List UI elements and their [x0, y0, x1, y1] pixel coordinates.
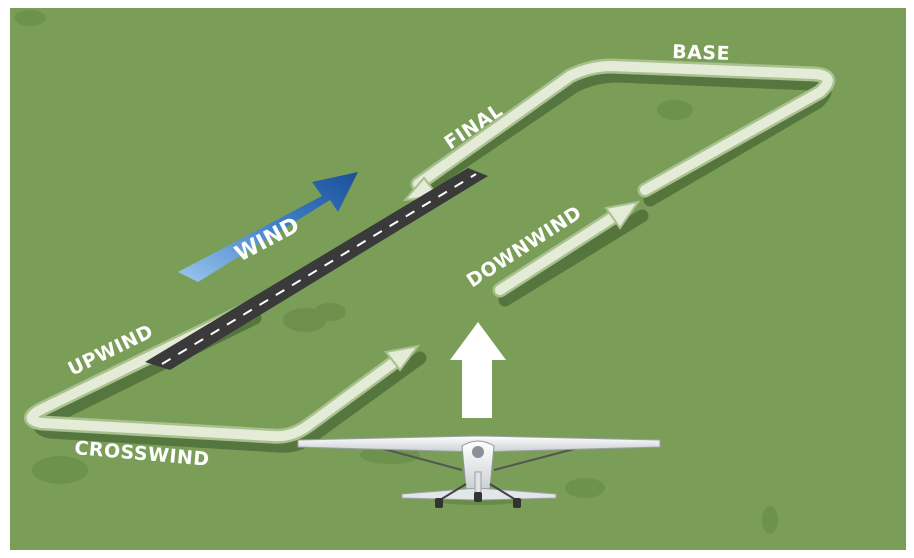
direction-arrow — [450, 322, 506, 418]
final-leg — [413, 71, 575, 189]
runway-centerline — [161, 173, 477, 365]
pattern-legs — [26, 61, 833, 442]
base-label: BASE — [672, 41, 731, 65]
downwind-leg — [495, 211, 620, 295]
airplane-image — [297, 435, 661, 508]
crosswind-arrowhead — [384, 344, 421, 372]
grass-patches — [14, 10, 778, 534]
grass-background — [10, 8, 906, 550]
base-leg — [565, 61, 833, 195]
crosswind-leg — [37, 353, 405, 442]
downwind-arrowhead — [604, 200, 641, 230]
runway — [145, 168, 488, 370]
